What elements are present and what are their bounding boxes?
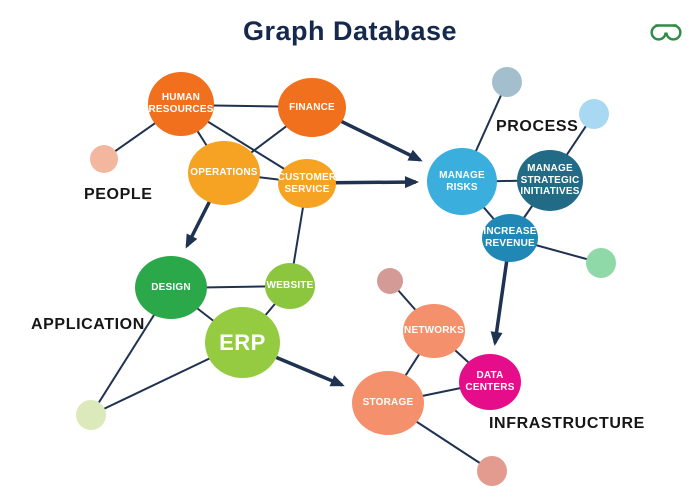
node-label: STORAGE [362,397,414,409]
category-label-infrastructure: INFRASTRUCTURE [489,415,645,432]
node-label: MANAGE RISKS [439,169,485,193]
geeksforgeeks-logo [650,24,682,41]
node-manage-risks: MANAGE RISKS [427,148,497,215]
node-storage: STORAGE [352,371,424,435]
node-label: MANAGE STRATEGIC INITIATIVES [520,162,580,198]
category-label-process: PROCESS [496,118,579,135]
node-operations: OPERATIONS [188,141,260,205]
node-label: DATA CENTERS [465,370,515,393]
node-label: WEBSITE [266,280,314,292]
node-erp: ERP [205,307,280,378]
dot-pale-green [76,400,106,430]
dot-gray-blue [492,67,522,97]
node-label: DESIGN [151,281,191,293]
node-design: DESIGN [135,256,207,319]
node-increase-revenue: INCREASE REVENUE [482,214,538,262]
node-label: HUMAN RESOURCES [148,92,214,115]
node-data-centers: DATA CENTERS [459,354,521,410]
dot-mint [586,248,616,278]
node-label: FINANCE [289,101,335,113]
dot-dusty-pink [377,268,403,294]
node-label: NETWORKS [404,325,464,337]
node-label: ERP [219,329,266,355]
dot-peach [90,145,118,173]
node-networks: NETWORKS [403,304,465,358]
node-label: INCREASE REVENUE [483,226,537,249]
node-manage-strategic-initiatives: MANAGE STRATEGIC INITIATIVES [517,150,583,211]
category-label-people: PEOPLE [84,186,153,203]
category-label-application: APPLICATION [31,316,145,333]
node-customer-service: CUSTOMER SERVICE [278,159,336,208]
node-label: OPERATIONS [190,167,258,179]
dot-light-blue [579,99,609,129]
page-title: Graph Database [242,16,458,46]
node-website: WEBSITE [265,263,315,309]
node-human-resources: HUMAN RESOURCES [148,72,214,136]
node-label: CUSTOMER SERVICE [277,171,337,195]
node-finance: FINANCE [278,78,346,137]
dot-small-salmon [477,456,507,486]
